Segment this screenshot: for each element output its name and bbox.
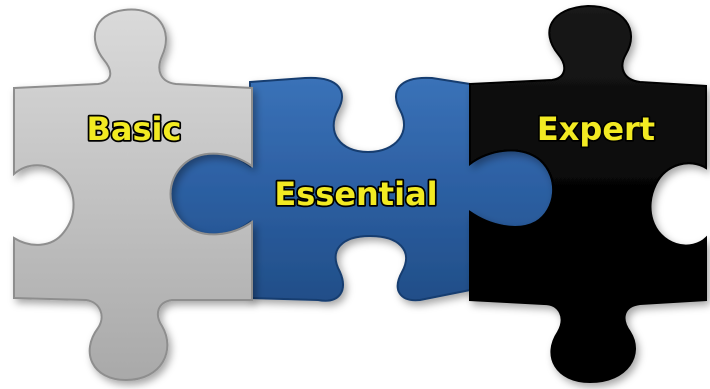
basic-label: Basic: [87, 110, 182, 148]
expert-label: Expert: [537, 110, 655, 148]
basic-piece: [13, 8, 253, 382]
essential-label: Essential: [274, 175, 437, 213]
expert-piece: [469, 4, 707, 384]
expert-piece-shape: [469, 4, 707, 384]
basic-piece-shape: [13, 8, 253, 382]
